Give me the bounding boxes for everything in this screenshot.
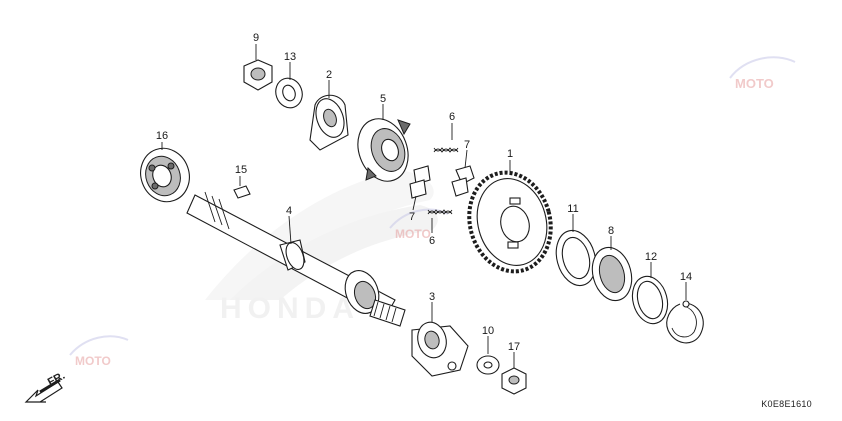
label-6b: 6	[429, 235, 435, 247]
front-direction-arrow: FR.	[24, 370, 67, 403]
part-10-washer	[476, 355, 500, 375]
part-9-nut	[243, 59, 273, 91]
label-12: 12	[645, 251, 657, 263]
part-4-shaft	[186, 191, 406, 327]
part-11-washer	[555, 229, 597, 287]
part-17-nut	[501, 367, 527, 395]
label-5: 5	[380, 93, 386, 105]
part-3-drive-collar	[411, 321, 469, 377]
part-16-bearing	[140, 147, 190, 203]
part-14-circlip	[666, 300, 704, 344]
part-15-key	[233, 185, 251, 199]
label-11: 11	[567, 203, 578, 215]
front-arrow-label: FR.	[46, 370, 67, 389]
label-10: 10	[482, 325, 494, 337]
label-15: 15	[235, 164, 247, 176]
svg-text:MOTO: MOTO	[75, 354, 111, 368]
part-7-seat-left	[409, 165, 431, 199]
part-labels: 9 13 2 5 16 6 7 1 15 4 7 6 11 8 12 14 3 …	[156, 32, 692, 353]
part-7-seat-right	[451, 165, 475, 197]
label-14: 14	[680, 271, 692, 283]
label-3: 3	[429, 291, 435, 303]
part-8-washer	[591, 246, 633, 302]
label-6a: 6	[449, 111, 455, 123]
part-6-spring-lower	[427, 209, 453, 215]
moto-logo-watermark-left: MOTO	[69, 335, 129, 368]
watermark-text: HONDA	[220, 292, 360, 325]
svg-text:MOTO: MOTO	[735, 76, 774, 91]
label-7b: 7	[409, 211, 415, 223]
part-13-washer	[275, 77, 303, 109]
part-12-ring	[631, 275, 669, 325]
svg-text:MOTO: MOTO	[395, 227, 431, 241]
part-5-gear-hub	[357, 118, 411, 182]
honda-wing-watermark: HONDA	[205, 170, 438, 325]
label-9: 9	[253, 32, 259, 44]
label-7a: 7	[464, 139, 470, 151]
label-2: 2	[326, 69, 332, 81]
part-6-spring-upper	[433, 147, 459, 153]
leader-lines	[161, 44, 687, 368]
label-8: 8	[608, 225, 614, 237]
label-17: 17	[508, 341, 520, 353]
label-16: 16	[156, 130, 168, 142]
diagram-code: K0E8E1610	[761, 399, 812, 409]
part-1-large-gear	[467, 170, 553, 274]
moto-logo-watermark-top-right: MOTO	[729, 56, 796, 91]
label-4: 4	[286, 205, 292, 217]
part-2-collar	[309, 94, 349, 151]
label-1: 1	[507, 148, 513, 160]
label-13: 13	[284, 51, 296, 63]
